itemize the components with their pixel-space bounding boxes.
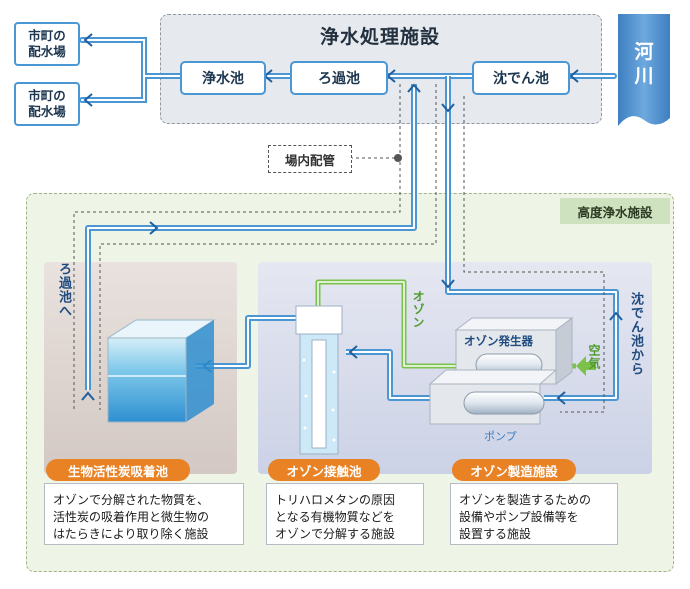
- ozone-generator-label: オゾン発生器: [464, 334, 533, 348]
- distribution-station-1: 市町の 配水場: [14, 22, 80, 66]
- ozone-production-description: オゾンを製造するための 設備やポンプ設備等を 設置する施設: [450, 483, 618, 545]
- river-label: 河 川: [634, 41, 654, 87]
- from-sedimentation-label: 沈でん池から: [628, 292, 643, 376]
- distribution-station-2: 市町の 配水場: [14, 82, 80, 126]
- plant-title: 浄水処理施設: [319, 26, 440, 48]
- on-site-piping-label: 場内配管: [268, 145, 352, 173]
- sedimentation-basin: 沈でん池: [472, 61, 570, 95]
- air-label: 空気: [587, 344, 601, 370]
- ozone-flow-label: オゾン: [411, 290, 425, 329]
- ozone-production-tag: オゾン製造施設: [452, 459, 576, 481]
- to-filtration-label: ろ過池へ: [56, 262, 71, 318]
- carbon-pond-tag: 生物活性炭吸着池: [46, 459, 190, 481]
- pump-label: ポンプ: [484, 430, 517, 443]
- ozone-contact-tag: オゾン接触池: [268, 459, 380, 481]
- filtration-basin: ろ過池: [290, 61, 388, 95]
- clear-water-reservoir: 浄水池: [180, 61, 266, 95]
- carbon-pond-description: オゾンで分解された物質を、 活性炭の吸着作用と微生物の はたらきにより取り除く施…: [44, 483, 244, 545]
- advanced-facility-title: 高度浄水施設: [560, 198, 670, 224]
- ozone-contact-description: トリハロメタンの原因 となる有機物質などを オゾンで分解する施設: [266, 483, 424, 545]
